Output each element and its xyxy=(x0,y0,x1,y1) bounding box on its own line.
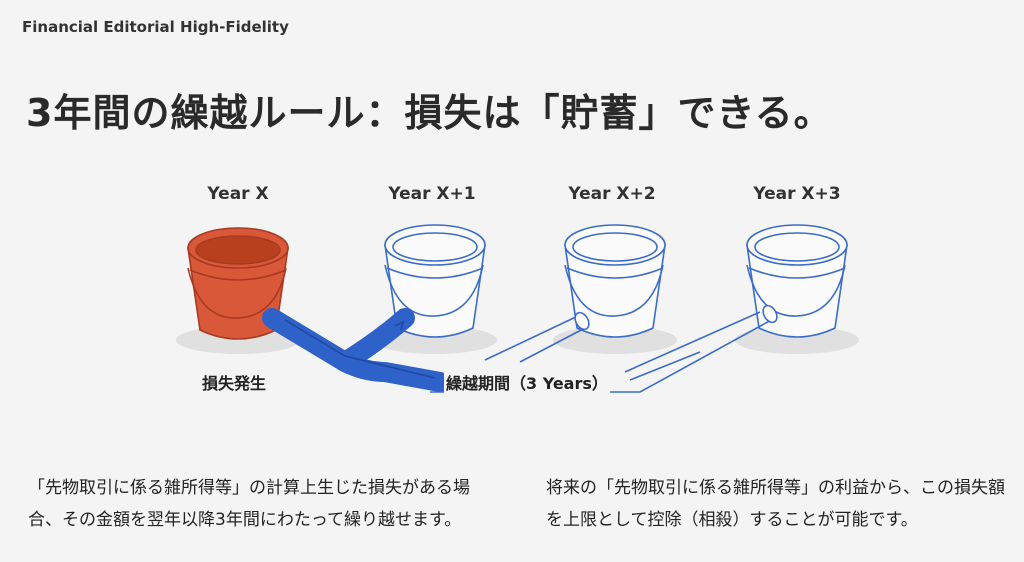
carryover-period-label: 繰越期間（3 Years） xyxy=(444,370,610,394)
year-label-x: Year X xyxy=(207,184,269,204)
carryover-pipe xyxy=(262,308,450,392)
year-label-x3: Year X+3 xyxy=(753,184,841,204)
bucket-x2 xyxy=(564,224,666,338)
year-label-x2: Year X+2 xyxy=(568,184,656,204)
brand-label: Financial Editorial High-Fidelity xyxy=(22,18,289,36)
bucket-shadows xyxy=(176,326,859,354)
description-right: 将来の「先物取引に係る雑所得等」の利益から、この損失額を上限として控除（相殺）す… xyxy=(546,478,1005,530)
page-title: 3年間の繰越ルール：損失は「貯蓄」できる。 xyxy=(26,91,833,135)
loss-occurrence-label: 損失発生 xyxy=(202,374,267,393)
description-left: 「先物取引に係る雑所得等」の計算上生じた損失がある場合、その金額を翌年以降3年間… xyxy=(28,478,470,530)
bucket-x3 xyxy=(746,224,848,338)
empty-buckets xyxy=(384,224,848,338)
year-label-x1: Year X+1 xyxy=(388,184,476,204)
